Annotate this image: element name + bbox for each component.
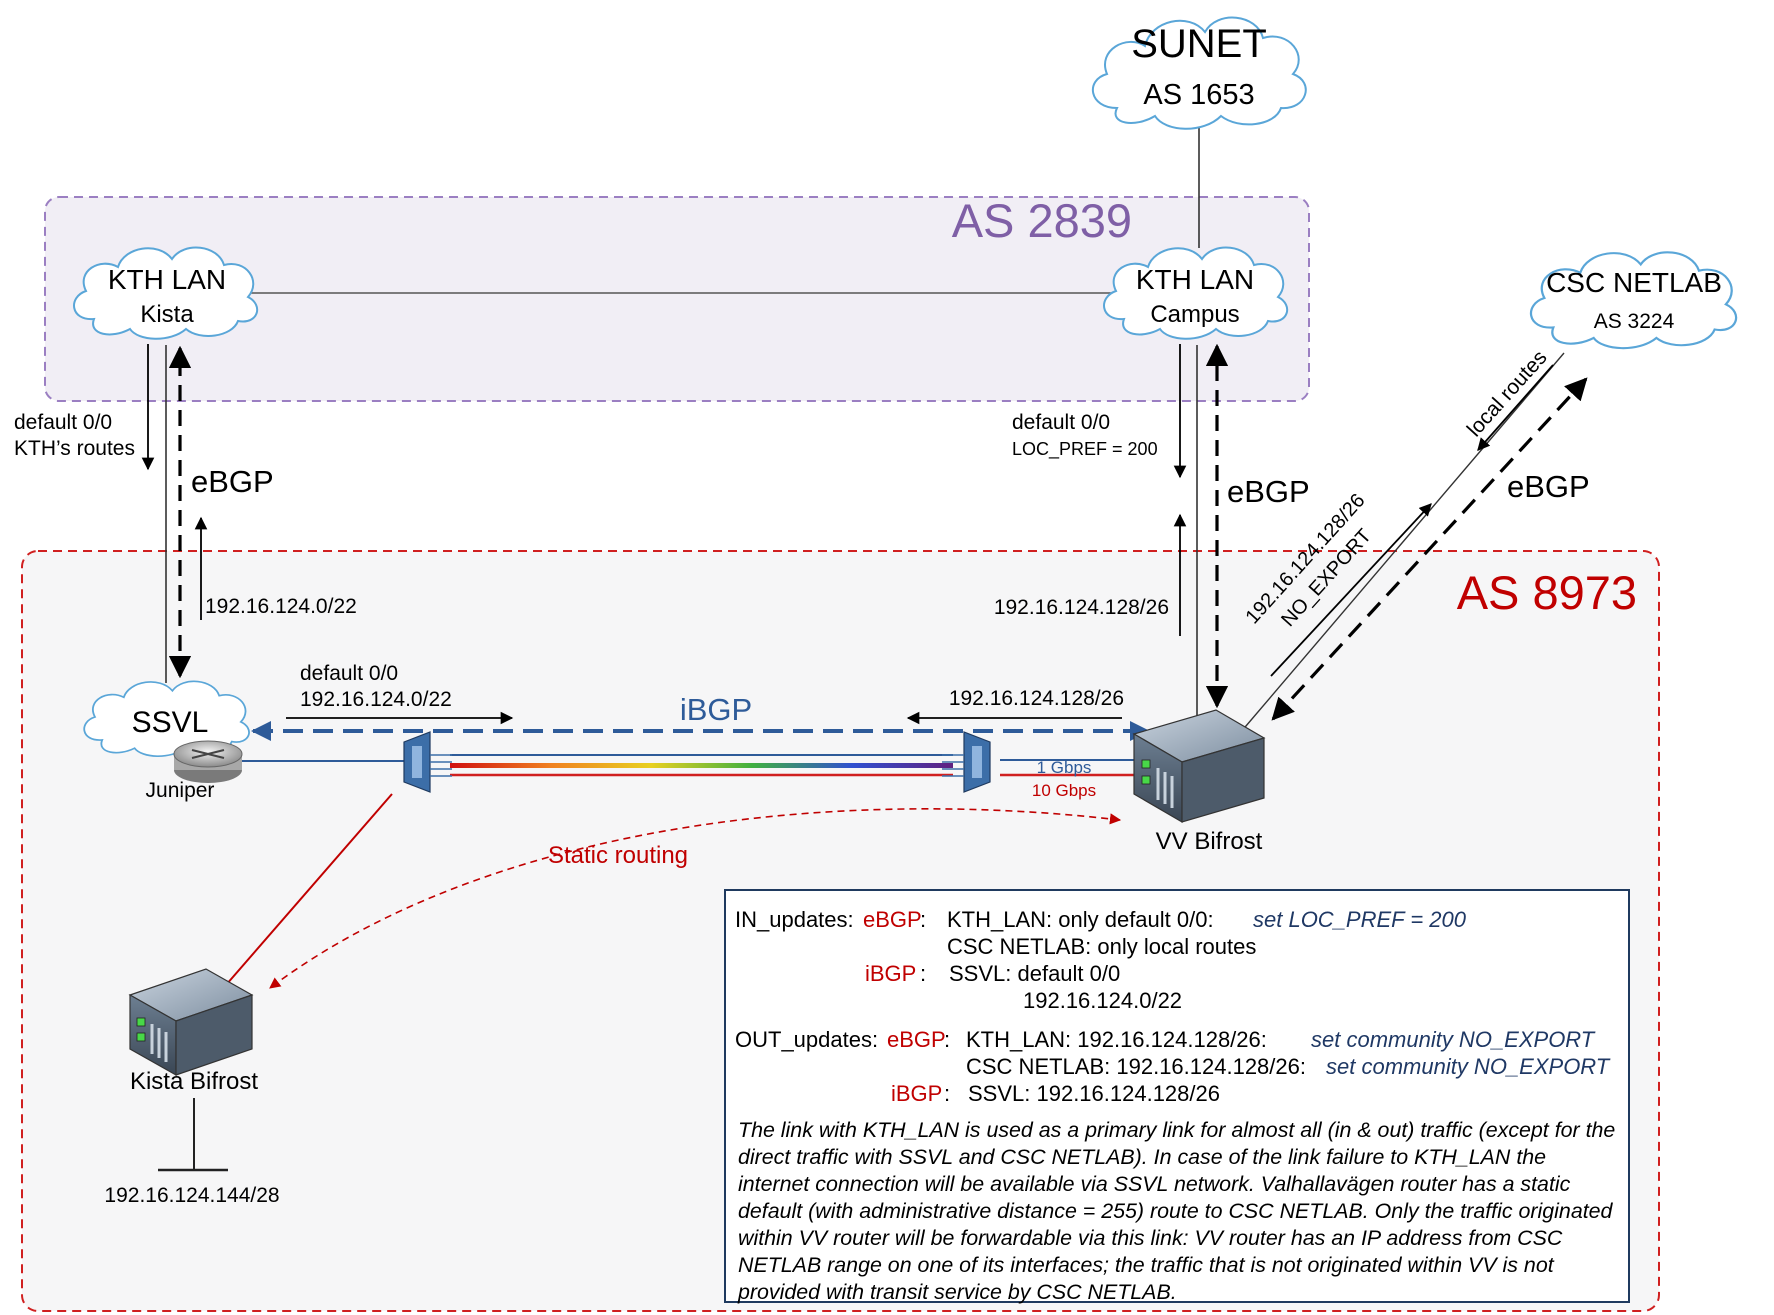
sunet-as: AS 1653 (1143, 79, 1254, 111)
vv-bifrost-label: VV Bifrost (1156, 828, 1263, 855)
ibgp-left-label-1: default 0/0 (300, 662, 398, 685)
ibgp-right-label: 192.16.124.128/26 (949, 687, 1124, 710)
kista-bifrost-server-icon (128, 968, 254, 1077)
juniper-router-icon (173, 740, 243, 783)
campus-ebgp-label: eBGP (1227, 474, 1310, 509)
mux-left-icon (403, 731, 452, 793)
sunet-cloud-icon (1091, 16, 1307, 130)
as8973-label: AS 8973 (1457, 566, 1637, 619)
link-1g-label: 1 Gbps (1037, 758, 1092, 777)
out-csc-policy: CSC NETLAB: 192.16.124.128/26: (966, 1054, 1306, 1079)
csc-netlab-as: AS 3224 (1594, 310, 1675, 333)
out-ibgp-colon: : (944, 1081, 951, 1106)
sunet-title: SUNET (1131, 22, 1267, 66)
in-ssvl-policy-2: 192.16.124.0/22 (1023, 988, 1183, 1013)
in-kth-action: set LOC_PREF = 200 (1253, 907, 1466, 932)
ibgp-label: iBGP (680, 692, 752, 727)
in-ebgp-colon: : (920, 907, 927, 932)
kista-ebgp-label: eBGP (191, 464, 274, 499)
ibgp-left-label-2: 192.16.124.0/22 (300, 688, 452, 711)
csc-netlab-title: CSC NETLAB (1546, 267, 1722, 298)
vv-bifrost-server-icon (1132, 709, 1266, 824)
csc-out-arrow (1270, 503, 1432, 677)
kista-net-label: 192.16.124.144/28 (104, 1184, 279, 1207)
in-ssvl-policy: SSVL: default 0/0 (949, 961, 1121, 986)
out-ibgp-label: iBGP (891, 1081, 943, 1106)
out-kth-action: set community NO_EXPORT (1311, 1027, 1595, 1052)
link-10g-label: 10 Gbps (1032, 781, 1096, 800)
csc-ebgp-dashed-arrow (1271, 377, 1588, 721)
kth-campus-cloud-icon (1103, 246, 1289, 340)
out-csc-action: set community NO_EXPORT (1326, 1054, 1610, 1079)
in-ebgp-label: eBGP (863, 907, 922, 932)
kth-campus-subtitle: Campus (1150, 301, 1239, 328)
kista-bifrost-label: Kista Bifrost (130, 1068, 258, 1095)
campus-down-label-2: LOC_PREF = 200 (1012, 439, 1158, 460)
kista-down-label-1: default 0/0 (14, 411, 112, 434)
campus-up-label: 192.16.124.128/26 (994, 596, 1169, 619)
in-ibgp-colon: : (920, 961, 927, 986)
campus-down-label-1: default 0/0 (1012, 411, 1110, 434)
kth-kista-title: KTH LAN (108, 264, 226, 295)
in-updates-label: IN_updates: (735, 907, 854, 932)
as2839-region (44, 196, 1310, 402)
in-kth-policy: KTH_LAN: only default 0/0: (947, 907, 1214, 932)
in-csc-policy: CSC NETLAB: only local routes (947, 934, 1257, 959)
out-kth-policy: KTH_LAN: 192.16.124.128/26: (966, 1027, 1267, 1052)
failover-explanation: The link with KTH_LAN is used as a prima… (738, 1118, 1616, 1304)
routing-policy-notes: IN_updates: eBGP : KTH_LAN: only default… (724, 889, 1630, 1304)
in-ibgp-label: iBGP (865, 961, 917, 986)
ssvl-title: SSVL (132, 706, 209, 739)
ssvl-cloud-icon (83, 680, 250, 757)
out-updates-label: OUT_updates: (735, 1027, 879, 1052)
as2839-label: AS 2839 (952, 194, 1132, 247)
kista-down-label-2: KTH’s routes (14, 437, 135, 460)
mux-right-icon (942, 731, 991, 793)
out-ebgp-colon: : (944, 1027, 951, 1052)
csc-ebgp-label: eBGP (1507, 469, 1590, 504)
static-routing-arrow (269, 808, 1122, 989)
kista-up-label: 192.16.124.0/22 (205, 595, 357, 618)
static-routing-label: Static routing (548, 842, 688, 869)
csc-netlab-cloud-icon (1529, 251, 1738, 350)
out-ebgp-label: eBGP (887, 1027, 946, 1052)
kth-kista-subtitle: Kista (140, 301, 194, 328)
kth-campus-title: KTH LAN (1136, 264, 1254, 295)
out-ssvl-policy: SSVL: 192.16.124.128/26 (968, 1081, 1220, 1106)
kth-kista-cloud-icon (73, 246, 259, 340)
csc-local-routes-label: local routes (1463, 346, 1552, 441)
fiber-rainbow (450, 763, 953, 768)
juniper-label: Juniper (146, 779, 215, 802)
